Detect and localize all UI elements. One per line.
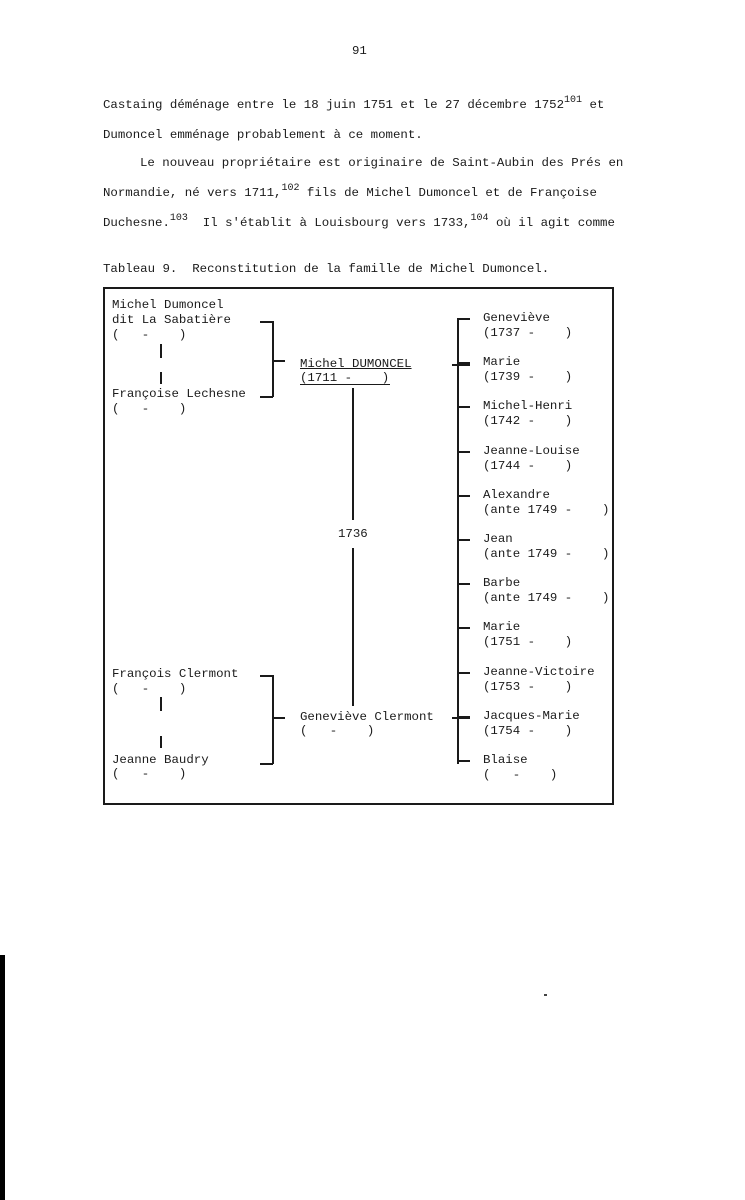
child-name: Geneviève — [483, 311, 550, 325]
marriage-year: 1736 — [338, 527, 368, 541]
child-name: Blaise — [483, 753, 528, 767]
mother-dates: ( - ) — [300, 724, 375, 738]
text: et — [582, 98, 605, 112]
child-connector — [458, 539, 470, 541]
child-dates: (1751 - ) — [483, 635, 573, 649]
child-connector — [458, 495, 470, 497]
family-tree-box — [103, 287, 614, 805]
child-name: Jacques-Marie — [483, 709, 580, 723]
footnote-ref: 103 — [169, 213, 188, 224]
child-dates: (1739 - ) — [483, 370, 573, 384]
marriage-mark — [160, 372, 162, 384]
paragraph-line-1: Castaing déménage entre le 18 juin 1751 … — [103, 95, 605, 113]
child-name: Jeanne-Victoire — [483, 665, 595, 679]
paragraph-line-3: Le nouveau propriétaire est originaire d… — [140, 156, 624, 170]
footnote-ref: 104 — [470, 213, 489, 224]
bracket — [260, 321, 273, 323]
connector — [452, 364, 470, 366]
child-dates: (1742 - ) — [483, 414, 573, 428]
child-dates: (1744 - ) — [483, 459, 573, 473]
child-connector — [458, 318, 470, 320]
child-dates: (1754 - ) — [483, 724, 573, 738]
child-dates: (ante 1749 - ) — [483, 591, 610, 605]
marriage-mark — [160, 344, 162, 358]
father-name: Michel DUMONCEL — [300, 357, 412, 371]
paternal-grandfather-dates: ( - ) — [112, 328, 187, 342]
marriage-line — [352, 388, 354, 520]
scan-speck — [544, 994, 547, 996]
father-dates: (1711 - ) — [300, 371, 390, 385]
mother-name: Geneviève Clermont — [300, 710, 434, 724]
text: Normandie, né vers 1711, — [103, 186, 282, 200]
child-name: Michel-Henri — [483, 399, 573, 413]
maternal-grandmother-dates: ( - ) — [112, 767, 187, 781]
marriage-line — [352, 548, 354, 706]
child-name: Alexandre — [483, 488, 550, 502]
text: Duchesne. — [103, 216, 170, 230]
paternal-grandfather-alias: dit La Sabatière — [112, 313, 231, 327]
table-caption: Tableau 9. Reconstitution de la famille … — [103, 262, 550, 276]
underline — [300, 384, 390, 385]
child-name: Marie — [483, 620, 521, 634]
connector — [452, 717, 470, 719]
maternal-grandfather-name: François Clermont — [112, 667, 239, 681]
paragraph-line-5: Duchesne.103 Il s'établit à Louisbourg v… — [103, 213, 615, 231]
paternal-grandfather-name: Michel Dumoncel — [112, 298, 224, 312]
child-connector — [458, 406, 470, 408]
marriage-mark — [160, 736, 162, 748]
page-number: 91 — [352, 44, 367, 58]
child-dates: (1753 - ) — [483, 680, 573, 694]
bracket — [272, 675, 274, 764]
text: Castaing déménage entre le 18 juin 1751 … — [103, 98, 565, 112]
child-dates: (1737 - ) — [483, 326, 573, 340]
child-name: Marie — [483, 355, 521, 369]
connector — [273, 360, 285, 362]
text: où il agit comme — [488, 216, 615, 230]
text: fils de Michel Dumoncel et de Françoise — [299, 186, 597, 200]
child-connector — [458, 716, 470, 718]
scan-edge — [0, 955, 5, 1200]
child-connector — [458, 583, 470, 585]
footnote-ref: 101 — [564, 95, 583, 106]
children-line — [457, 318, 459, 764]
child-dates: (ante 1749 - ) — [483, 547, 610, 561]
child-dates: ( - ) — [483, 768, 558, 782]
footnote-ref: 102 — [281, 183, 300, 194]
child-connector — [458, 451, 470, 453]
child-dates: (ante 1749 - ) — [483, 503, 610, 517]
bracket — [260, 675, 273, 677]
child-connector — [458, 672, 470, 674]
paternal-grandmother-name: Françoise Lechesne — [112, 387, 246, 401]
child-name: Jeanne-Louise — [483, 444, 580, 458]
paragraph-line-2: Dumoncel emménage probablement à ce mome… — [103, 128, 423, 142]
paragraph-line-4: Normandie, né vers 1711,102 fils de Mich… — [103, 183, 597, 201]
child-name: Barbe — [483, 576, 521, 590]
bracket — [260, 763, 273, 765]
paternal-grandmother-dates: ( - ) — [112, 402, 187, 416]
text: Il s'établit à Louisbourg vers 1733, — [187, 216, 471, 230]
child-connector — [458, 760, 470, 762]
maternal-grandfather-dates: ( - ) — [112, 682, 187, 696]
child-name: Jean — [483, 532, 513, 546]
connector — [273, 717, 285, 719]
marriage-mark — [160, 697, 162, 711]
maternal-grandmother-name: Jeanne Baudry — [112, 753, 209, 767]
child-connector — [458, 627, 470, 629]
bracket — [260, 396, 273, 398]
bracket — [272, 321, 274, 397]
child-connector — [458, 362, 470, 364]
